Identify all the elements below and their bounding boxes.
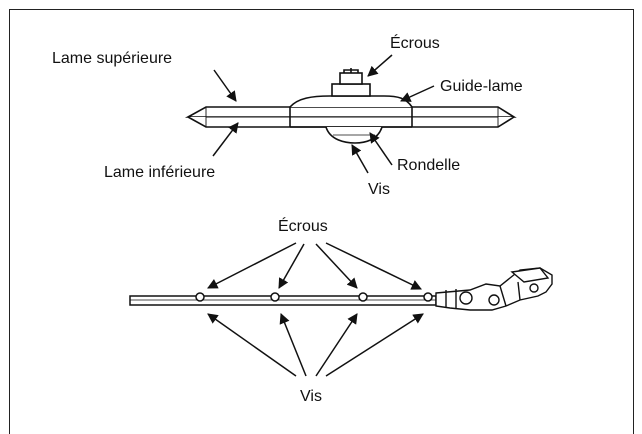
bolt-3 bbox=[358, 292, 368, 302]
top-leader-arrows bbox=[212, 54, 435, 174]
cutter-bar bbox=[129, 295, 437, 306]
label-washer: Rondelle bbox=[397, 157, 461, 174]
screw-leader-arrows bbox=[207, 313, 424, 377]
upper-blade bbox=[184, 106, 517, 118]
diagram-frame bbox=[9, 9, 634, 434]
top-nut-lower bbox=[331, 83, 371, 97]
drive-head bbox=[435, 267, 553, 311]
bolt-4 bbox=[423, 292, 433, 302]
blade-guide bbox=[289, 95, 413, 108]
top-nut-upper bbox=[339, 72, 363, 85]
top-blade-assembly bbox=[184, 68, 517, 144]
nut-leader-arrows bbox=[207, 242, 422, 290]
label-upper-blade: Lame supérieure bbox=[52, 50, 173, 67]
bolt-1 bbox=[195, 292, 205, 302]
label-lower-blade: Lame inférieure bbox=[104, 164, 216, 181]
bolt-2 bbox=[270, 292, 280, 302]
bottom-cutter-bar bbox=[129, 267, 553, 311]
label-nuts-bottom: Écrous bbox=[278, 218, 328, 235]
label-screw-top: Vis bbox=[368, 181, 390, 198]
label-screws-bottom: Vis bbox=[300, 388, 322, 405]
label-blade-guide: Guide-lame bbox=[440, 78, 523, 95]
label-nuts-top: Écrous bbox=[390, 35, 440, 52]
